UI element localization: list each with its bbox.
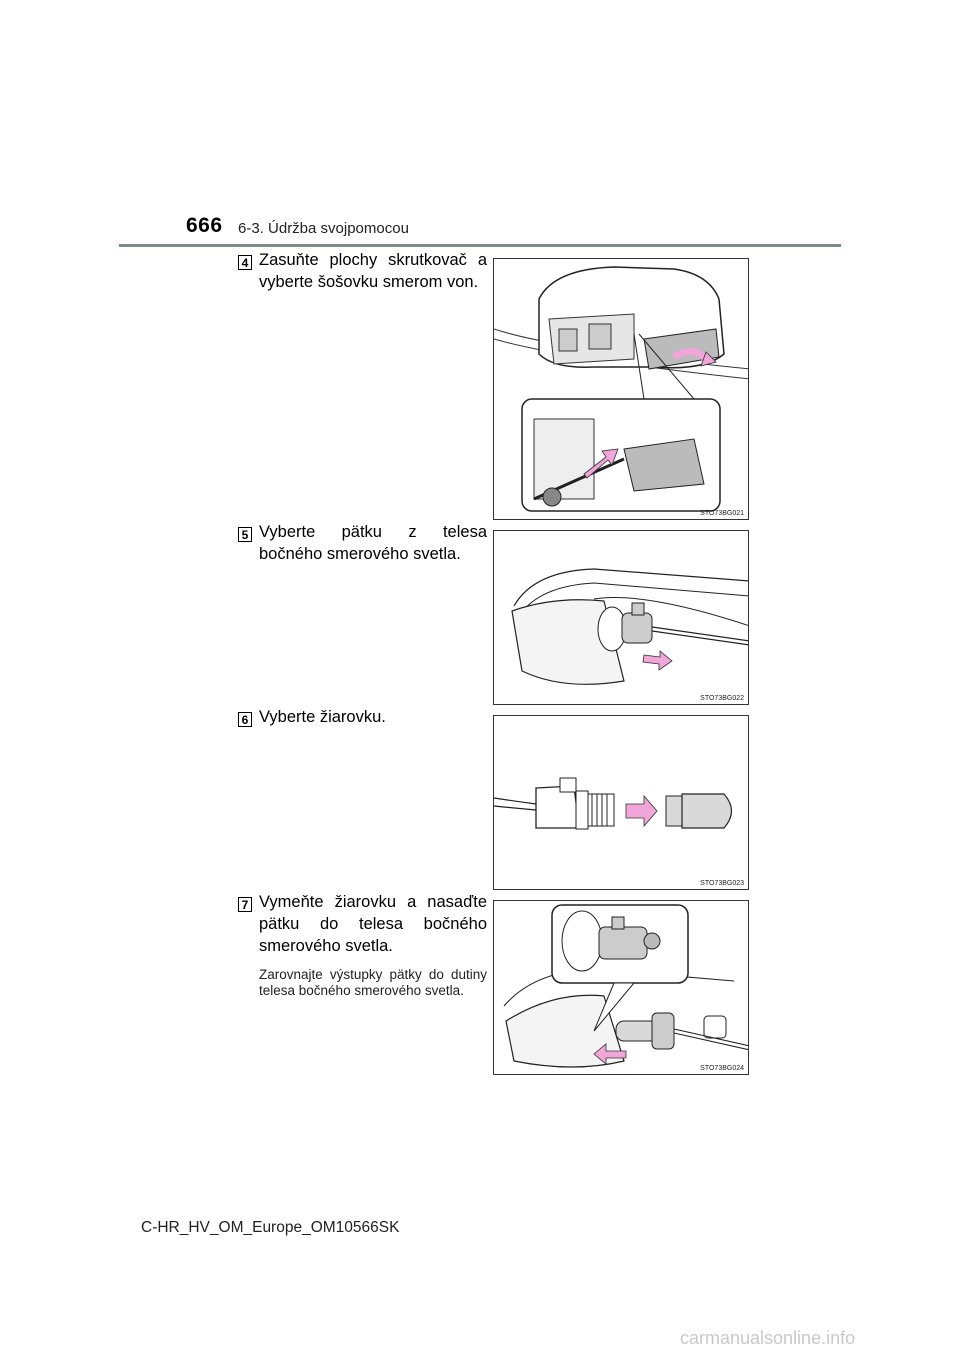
figure-remove-bulb: STO73BG023 xyxy=(493,715,749,890)
step-note: Zarovnajte výstupky pätky do dutiny tele… xyxy=(259,967,487,998)
step-number: 6 xyxy=(238,712,252,727)
watermark[interactable]: carmanualsonline.info xyxy=(680,1328,856,1348)
step-text: Zasuňte plochy skrutkovač a vyberte šošo… xyxy=(259,251,487,291)
step-text: Vyberte žiarovku. xyxy=(259,708,386,726)
figure-install-socket: STO73BG024 xyxy=(493,900,749,1075)
figure-remove-lens: STO73BG021 xyxy=(493,258,749,520)
bulb-removal-illustration xyxy=(494,777,733,830)
footer-document-code: C-HR_HV_OM_Europe_OM10566SK xyxy=(141,1219,400,1236)
figure-code: STO73BG023 xyxy=(700,880,744,887)
figure-code: STO73BG022 xyxy=(700,695,744,702)
page-number: 666 xyxy=(186,214,223,237)
socket-removal-illustration xyxy=(511,568,748,685)
figure-code: STO73BG021 xyxy=(700,510,744,517)
header-rule xyxy=(119,244,841,247)
step-text: Vyberte pätku z telesa bočného smerového… xyxy=(259,523,487,563)
socket-install-illustration xyxy=(503,904,748,1068)
figure-remove-socket: STO73BG022 xyxy=(493,530,749,705)
mirror-lens-illustration xyxy=(494,266,748,512)
step-number: 7 xyxy=(238,897,252,912)
section-title: 6-3. Údržba svojpomocou xyxy=(238,220,409,237)
figure-code: STO73BG024 xyxy=(700,1065,744,1072)
step-number: 4 xyxy=(238,255,252,270)
step-text: Vymeňte žiarovku a nasaďte pätku do tele… xyxy=(259,893,487,955)
step-number: 5 xyxy=(238,527,252,542)
